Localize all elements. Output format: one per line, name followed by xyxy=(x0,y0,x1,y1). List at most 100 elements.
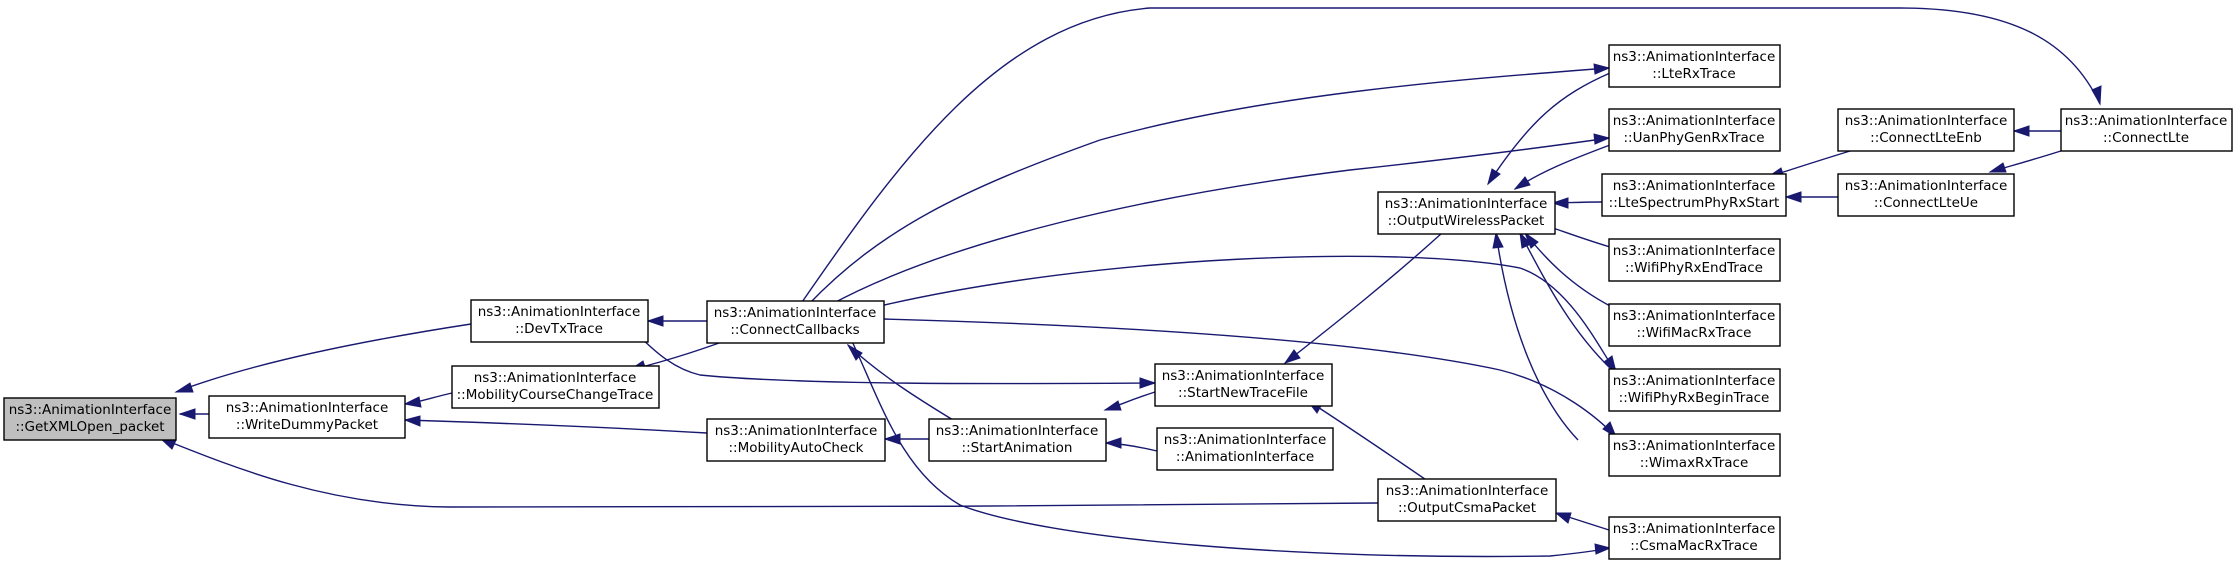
arrowhead-icon xyxy=(1593,63,1611,75)
node-wifibegin-line2: ::WifiPhyRxBeginTrace xyxy=(1619,390,1770,406)
node-outcsma-line2: ::OutputCsmaPacket xyxy=(1398,500,1536,516)
node-wifimac-line2: ::WifiMacRxTrace xyxy=(1637,325,1752,341)
node-lterx[interactable]: ns3::AnimationInterface ::LteRxTrace xyxy=(1608,44,1781,88)
node-connectcb[interactable]: ns3::AnimationInterface ::ConnectCallbac… xyxy=(706,300,885,344)
node-mobauto-line1: ns3::AnimationInterface xyxy=(715,423,878,439)
arrowhead-icon xyxy=(178,408,196,420)
arrowhead-icon xyxy=(1283,349,1301,364)
edge-ltespec-to-outwireless xyxy=(1551,197,1603,209)
edge-uanphy-to-outwireless xyxy=(1513,144,1611,190)
node-connectlte-line1: ns3::AnimationInterface xyxy=(2065,113,2228,129)
node-mobcourse[interactable]: ns3::AnimationInterface ::MobilityCourse… xyxy=(451,365,660,409)
node-mobcourse-line2: ::MobilityCourseChangeTrace xyxy=(457,387,654,403)
node-lteue-line1: ns3::AnimationInterface xyxy=(1845,178,2008,194)
node-wifimac[interactable]: ns3::AnimationInterface ::WifiMacRxTrace xyxy=(1608,303,1781,347)
node-writedummy[interactable]: ns3::AnimationInterface ::WriteDummyPack… xyxy=(208,395,406,439)
edge-lterx-to-outwireless xyxy=(1487,72,1611,186)
node-devtx[interactable]: ns3::AnimationInterface ::DevTxTrace xyxy=(470,299,649,343)
node-uanphy-line1: ns3::AnimationInterface xyxy=(1613,113,1776,129)
node-uanphy[interactable]: ns3::AnimationInterface ::UanPhyGenRxTra… xyxy=(1608,108,1781,152)
node-ltenb[interactable]: ns3::AnimationInterface ::ConnectLteEnb xyxy=(1837,108,2015,152)
node-mobauto-line2: ::MobilityAutoCheck xyxy=(729,440,864,456)
node-mobauto[interactable]: ns3::AnimationInterface ::MobilityAutoCh… xyxy=(706,418,886,462)
arrowhead-icon xyxy=(1139,377,1157,389)
node-wifimac-line1: ns3::AnimationInterface xyxy=(1613,308,1776,324)
edge-ltenb-to-ltespec xyxy=(1766,147,1861,178)
node-outwireless-line1: ns3::AnimationInterface xyxy=(1385,196,1548,212)
node-wifibegin[interactable]: ns3::AnimationInterface ::WifiPhyRxBegin… xyxy=(1608,368,1781,412)
node-wifiend-line1: ns3::AnimationInterface xyxy=(1613,243,1776,259)
edge-csmamac-to-outcsma xyxy=(1554,512,1610,531)
node-wifibegin-line1: ns3::AnimationInterface xyxy=(1613,373,1776,389)
node-startanim[interactable]: ns3::AnimationInterface ::StartAnimation xyxy=(928,418,1107,462)
node-ltespec-line2: ::LteSpectrumPhyRxStart xyxy=(1609,195,1780,211)
arrowhead-icon xyxy=(174,382,194,393)
arrowhead-icon xyxy=(1487,168,1501,186)
edge-writedummy-to-getxml xyxy=(178,408,209,420)
arrowhead-icon xyxy=(403,396,422,408)
edge-connectlte-to-ltenb xyxy=(2012,125,2061,137)
node-ltespec-line1: ns3::AnimationInterface xyxy=(1613,178,1776,194)
arrowhead-icon xyxy=(1492,231,1504,249)
arrowhead-icon xyxy=(2012,125,2030,137)
node-wifiend[interactable]: ns3::AnimationInterface ::WifiPhyRxEndTr… xyxy=(1608,238,1781,282)
node-lterx-line2: ::LteRxTrace xyxy=(1652,66,1735,82)
arrowhead-icon xyxy=(1551,197,1569,209)
arrowhead-icon xyxy=(1988,162,2007,173)
edges-layer xyxy=(158,7,2102,558)
node-outwireless[interactable]: ns3::AnimationInterface ::OutputWireless… xyxy=(1377,191,1556,235)
edge-startanim-to-mobauto xyxy=(883,433,929,445)
node-animif[interactable]: ns3::AnimationInterface ::AnimationInter… xyxy=(1156,427,1334,471)
arrowhead-icon xyxy=(646,315,664,327)
node-connectcb-line1: ns3::AnimationInterface xyxy=(714,305,877,321)
node-startnew[interactable]: ns3::AnimationInterface ::StartNewTraceF… xyxy=(1154,363,1333,407)
arrowhead-icon xyxy=(1602,421,1618,439)
edge-connectcb-to-devtx xyxy=(646,315,707,327)
node-mobcourse-line1: ns3::AnimationInterface xyxy=(474,370,637,386)
edge-lteue-to-ltespec xyxy=(1784,191,1838,203)
node-devtx-line2: ::DevTxTrace xyxy=(515,321,603,337)
node-connectcb-line2: ::ConnectCallbacks xyxy=(730,322,859,338)
node-outcsma[interactable]: ns3::AnimationInterface ::OutputCsmaPack… xyxy=(1377,478,1557,522)
node-startanim-line2: ::StartAnimation xyxy=(962,440,1073,456)
node-lteue[interactable]: ns3::AnimationInterface ::ConnectLteUe xyxy=(1837,173,2015,217)
node-startanim-line1: ns3::AnimationInterface xyxy=(936,423,1099,439)
node-ltenb-line1: ns3::AnimationInterface xyxy=(1845,113,2008,129)
node-wimax-line2: ::WimaxRxTrace xyxy=(1640,455,1749,471)
arrowhead-icon xyxy=(1513,176,1531,190)
node-csmamac[interactable]: ns3::AnimationInterface ::CsmaMacRxTrace xyxy=(1608,516,1781,560)
edge-startnew-to-devtx xyxy=(639,336,1157,389)
node-startnew-line2: ::StartNewTraceFile xyxy=(1178,385,1308,401)
arrowhead-icon xyxy=(1594,543,1612,555)
node-getxml-line2: ::GetXMLOpen_packet xyxy=(15,419,164,435)
node-ltenb-line2: ::ConnectLteEnb xyxy=(1870,130,1982,146)
nodes-layer: ns3::AnimationInterface ::GetXMLOpen_pac… xyxy=(3,44,2233,560)
node-getxml-line1: ns3::AnimationInterface xyxy=(9,402,172,418)
arrowhead-icon xyxy=(1104,437,1122,449)
arrowhead-icon xyxy=(1103,400,1122,411)
arrowhead-icon xyxy=(403,415,421,427)
node-animif-line1: ns3::AnimationInterface xyxy=(1164,432,1327,448)
node-ltespec[interactable]: ns3::AnimationInterface ::LteSpectrumPhy… xyxy=(1601,173,1787,217)
node-connectlte[interactable]: ns3::AnimationInterface ::ConnectLte xyxy=(2060,108,2233,152)
edge-mobauto-to-writedummy xyxy=(403,415,708,434)
edge-startnew-to-startanim xyxy=(1103,391,1156,411)
node-wimax[interactable]: ns3::AnimationInterface ::WimaxRxTrace xyxy=(1608,433,1781,477)
arrowhead-icon xyxy=(1784,191,1802,203)
node-getxml[interactable]: ns3::AnimationInterface ::GetXMLOpen_pac… xyxy=(3,397,177,441)
node-writedummy-line1: ns3::AnimationInterface xyxy=(226,400,389,416)
node-wifiend-line2: ::WifiPhyRxEndTrace xyxy=(1625,260,1763,276)
edge-wimax-to-outwireless xyxy=(1492,231,1579,441)
edge-wimax-to-connectcb xyxy=(883,318,1618,439)
node-csmamac-line2: ::CsmaMacRxTrace xyxy=(1630,538,1758,554)
node-wimax-line1: ns3::AnimationInterface xyxy=(1613,438,1776,454)
edge-csmamac-to-connectcb xyxy=(849,336,1612,558)
arrowhead-icon xyxy=(1554,512,1572,524)
node-outcsma-line1: ns3::AnimationInterface xyxy=(1386,483,1549,499)
edge-wifibegin-to-outwireless xyxy=(1519,231,1613,371)
arrowhead-icon xyxy=(2091,85,2102,106)
arrowhead-icon xyxy=(1519,231,1532,249)
arrowhead-icon xyxy=(1603,355,1617,374)
edge-animif-to-startanim xyxy=(1104,437,1158,452)
